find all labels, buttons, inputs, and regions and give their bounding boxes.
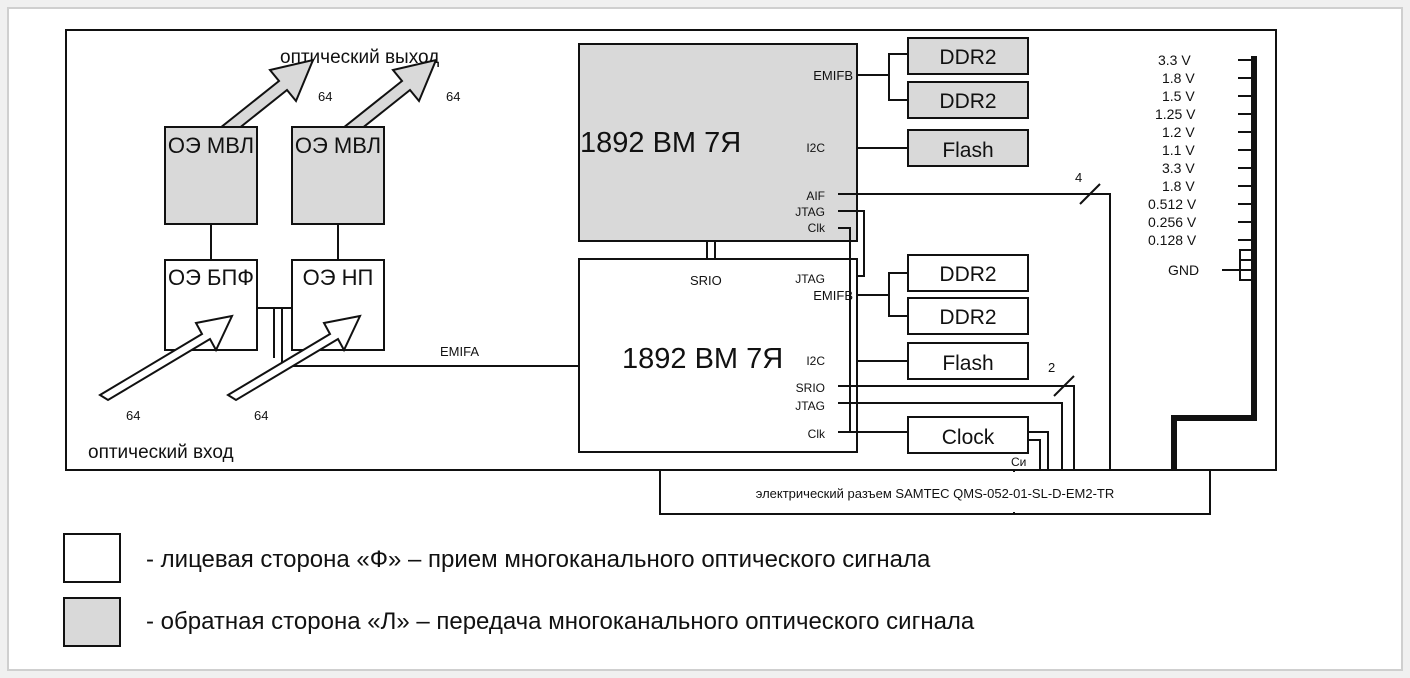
ddr2-block-1	[907, 37, 1029, 75]
emifb-top-fork	[888, 53, 908, 101]
emifa-label: EMIFA	[440, 344, 479, 359]
optical-output-width-2: 64	[446, 89, 460, 104]
cpu-bottom-port-srio-top: SRIO	[690, 273, 722, 288]
voltage-label: 3.3 V	[1162, 160, 1195, 176]
legend-front-swatch	[63, 533, 121, 583]
voltage-label: 1.5 V	[1162, 88, 1195, 104]
legend-back-text: - обратная сторона «Л» – передача многок…	[146, 608, 975, 635]
legend-back-bg	[130, 596, 1348, 652]
cpu-top-port-emifb: EMIFB	[813, 68, 853, 83]
clock-block	[907, 416, 1029, 454]
voltage-label: 1.25 V	[1155, 106, 1196, 122]
ddr2-label-3: DDR2	[939, 263, 996, 286]
clock-label: Clock	[942, 426, 995, 449]
cpu-bottom-block	[578, 258, 858, 453]
optical-output-label: оптический выход	[280, 47, 439, 68]
ddr2-label-1: DDR2	[939, 46, 996, 69]
legend-front-text: - лицевая сторона «Ф» – прием многоканал…	[146, 546, 931, 573]
voltage-label: 3.3 V	[1158, 52, 1191, 68]
ddr2-block-2	[907, 81, 1029, 119]
jtag-bottom-link	[838, 402, 1063, 472]
connector-block	[659, 469, 1015, 515]
voltage-label: 0.128 V	[1148, 232, 1197, 248]
jtag-chain-link	[838, 210, 865, 277]
ground-label: GND	[1168, 262, 1199, 278]
legend-front-bg	[130, 534, 1348, 590]
connector-label: электрический разъем SAMTEC QMS-052-01-S…	[756, 486, 1115, 501]
clock-out-label: Си	[1011, 455, 1026, 469]
ddr2-label-4: DDR2	[939, 306, 996, 329]
emifb-bottom-fork	[888, 272, 908, 317]
clock-out-link-a	[1028, 431, 1049, 472]
cpu-top-label: 1892 ВМ 7Я	[580, 127, 741, 159]
srio-bus	[838, 385, 1075, 472]
optical-input-arrow-2	[226, 314, 362, 402]
flash-label-top: Flash	[942, 139, 993, 162]
cpu-bottom-port-jtag: JTAG	[795, 399, 825, 413]
cpu-bottom-port-emifb: EMIFB	[813, 288, 853, 303]
cpu-bottom-label: 1892 ВМ 7Я	[622, 343, 783, 375]
cpu-bottom-port-clk: Clk	[808, 427, 826, 441]
clock-out-link-b	[1028, 439, 1041, 472]
optical-input-width-2: 64	[254, 408, 268, 423]
power-bus	[1171, 56, 1257, 472]
ddr2-label-2: DDR2	[939, 90, 996, 113]
oe-mvl-label-2: ОЭ МВЛ	[295, 133, 381, 158]
aif-width-label: 4	[1075, 170, 1082, 185]
power-rails: 3.3 V 1.8 V 1.5 V 1.25 V 1.2 V 1.1 V 3.3…	[1148, 52, 1257, 472]
srio-width-label: 2	[1048, 360, 1055, 375]
cpu-top-port-aif: AIF	[806, 189, 825, 203]
oe-bpf-label: ОЭ БПФ	[168, 265, 254, 290]
cpu-top-port-clk: Clk	[808, 221, 826, 235]
voltage-label: 0.256 V	[1148, 214, 1197, 230]
oe-np-label: ОЭ НП	[303, 265, 374, 290]
optical-input-label: оптический вход	[88, 442, 234, 463]
oe-np-block	[291, 259, 385, 351]
cpu-bottom-port-srio: SRIO	[796, 381, 825, 395]
voltage-label: 1.2 V	[1162, 124, 1195, 140]
ddr2-block-3	[907, 254, 1029, 292]
ddr2-block-4	[907, 297, 1029, 335]
optical-output-width-1: 64	[318, 89, 332, 104]
aif-bus-slash	[1079, 183, 1101, 205]
legend-back-swatch	[63, 597, 121, 647]
voltage-label: 0.512 V	[1148, 196, 1197, 212]
cpu-top-port-jtag: JTAG	[795, 205, 825, 219]
ground-bracket	[1239, 249, 1252, 281]
cpu-bottom-port-i2c: I2C	[806, 354, 825, 368]
aif-bus	[838, 193, 1111, 472]
srio-bus-slash	[1053, 375, 1075, 397]
voltage-label: 1.8 V	[1162, 70, 1195, 86]
cpu-top-block	[578, 43, 858, 242]
oe-mvl-block-2	[291, 126, 385, 225]
flash-block-bottom	[907, 342, 1029, 380]
optical-input-width-1: 64	[126, 408, 140, 423]
optical-input-arrow-1	[98, 314, 234, 402]
voltage-label: 1.8 V	[1162, 178, 1195, 194]
voltage-label: 1.1 V	[1162, 142, 1195, 158]
cpu-top-port-i2c: I2C	[806, 141, 825, 155]
legend: - лицевая сторона «Ф» – прием многоканал…	[63, 533, 1348, 652]
optical-input-label-bg	[78, 432, 284, 466]
flash-label-bottom: Flash	[942, 352, 993, 375]
cpu-bottom-port-jtag-top: JTAG	[795, 272, 825, 286]
oe-mvl-label-1: ОЭ МВЛ	[168, 133, 254, 158]
